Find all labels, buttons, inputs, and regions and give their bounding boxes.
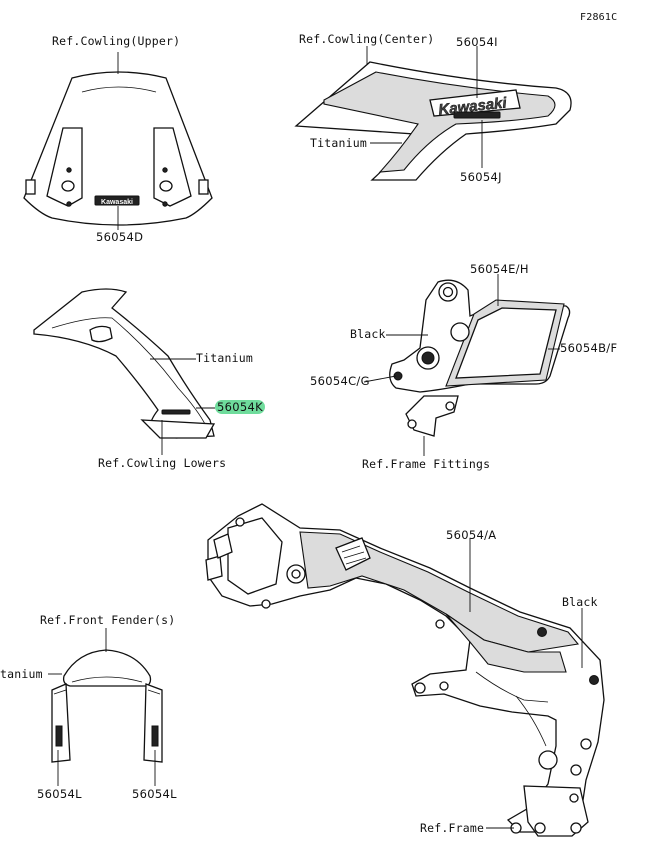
center-titanium-label: Titanium xyxy=(310,136,367,150)
frame-ref-label: Ref.Frame xyxy=(420,821,485,835)
center-cowling-drawing xyxy=(294,46,572,181)
upper-decal-text: Kawasaki xyxy=(101,199,133,206)
figure-code: F2861C xyxy=(580,12,618,23)
part-56054k-label: 56054K xyxy=(215,400,265,414)
part-56054b-f-label: 56054B/F xyxy=(560,341,618,355)
upper-cowling-drawing xyxy=(23,52,213,230)
cowling-upper-ref-label: Ref.Cowling(Upper) xyxy=(52,34,181,48)
part-56054e-h-label: 56054E/H xyxy=(470,262,529,276)
frame-black-label: Black xyxy=(562,595,598,609)
frame-fittings-ref-label: Ref.Frame Fittings xyxy=(362,457,491,471)
frame-fittings-drawing xyxy=(363,274,571,456)
part-56054-a-label: 56054/A xyxy=(446,528,497,542)
cowling-center-ref-label: Ref.Cowling(Center) xyxy=(299,32,435,46)
part-56054c-g-label: 56054C/G xyxy=(310,374,370,388)
fitting-black-label: Black xyxy=(350,327,386,341)
cowling-lowers-ref-label: Ref.Cowling Lowers xyxy=(98,456,227,470)
part-56054d-label: 56054D xyxy=(96,230,144,244)
main-frame-drawing xyxy=(205,503,605,837)
front-fender-ref-label: Ref.Front Fender(s) xyxy=(40,613,176,627)
front-fender-drawing xyxy=(48,628,163,786)
part-56054l-right-label: 56054L xyxy=(132,787,177,801)
lower-titanium-label: Titanium xyxy=(196,351,253,365)
part-56054l-left-label: 56054L xyxy=(37,787,82,801)
part-56054i-label: 56054I xyxy=(456,35,498,49)
lower-cowling-drawing xyxy=(33,288,216,455)
part-56054j-label: 56054J xyxy=(460,170,502,184)
fender-titanium-label: tanium xyxy=(0,667,43,681)
